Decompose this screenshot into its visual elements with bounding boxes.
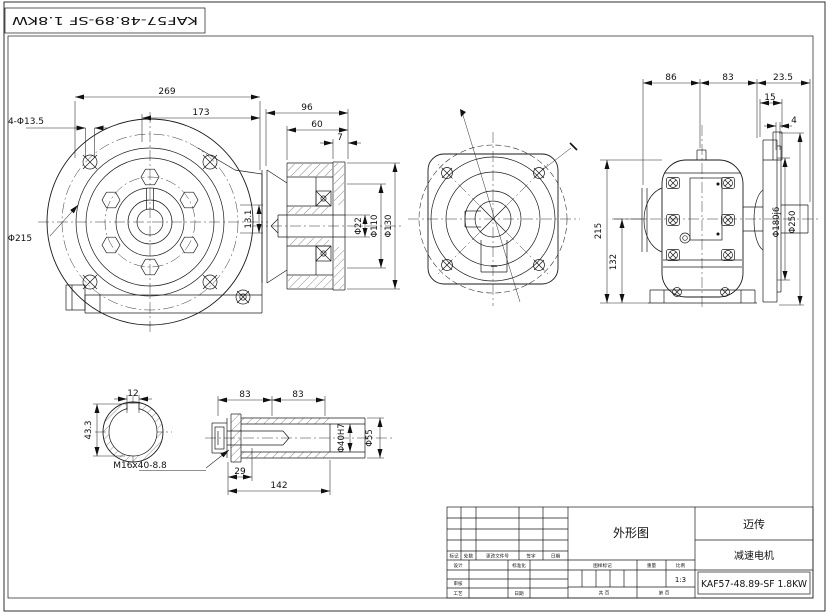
label-mark: 标记	[449, 553, 459, 560]
label-sheet-no: 第 页	[659, 590, 670, 597]
dim-side-axis-height: 132	[609, 254, 619, 270]
back-view	[408, 109, 580, 306]
dim-shaft-bore: Φ40H7	[337, 423, 347, 452]
label-scale: 比例	[676, 562, 686, 569]
dim-section-bolt-circle: Φ110	[370, 215, 380, 238]
dim-side-b: 83	[722, 73, 733, 83]
corner-holes	[441, 167, 545, 271]
product-name: 减速电机	[734, 549, 774, 562]
dim-side-spigot: Φ180j6	[772, 207, 782, 238]
dim-front-flange: Φ215	[8, 234, 32, 244]
dim-front-mid: 173	[192, 108, 209, 118]
label-standard: 标准化	[512, 562, 526, 569]
dim-key-width: 12	[127, 389, 138, 399]
dim-front-holes: 4-Φ13.5	[8, 117, 44, 127]
dim-side-a: 86	[665, 73, 677, 83]
dim-key-depth: 43.3	[84, 421, 94, 440]
key-section-detail	[95, 395, 172, 470]
label-date2: 日期	[514, 591, 524, 597]
hollow-shaft-detail	[205, 413, 392, 463]
dim-shaft-thread: M16x40-8.8	[113, 461, 167, 471]
label-drawing-mark: 图样标记	[593, 562, 612, 569]
dim-side-e: 4	[791, 116, 797, 126]
corner-label: KAF57-48.89-SF 1.8KW	[12, 14, 198, 27]
dim-side-flange: Φ250	[788, 211, 798, 234]
model-number: KAF57-48.89-SF 1.8KW	[701, 579, 807, 590]
dim-shaft-thread-len: 29	[234, 467, 246, 477]
dim-shaft-od: Φ55	[365, 429, 375, 447]
label-process: 工艺	[453, 591, 463, 597]
label-change-doc: 更改文件号	[486, 553, 509, 560]
label-design: 设计	[453, 562, 463, 569]
dimensions: 269 173 4-Φ13.5 Φ215 13.1 96 60 7 Φ22 Φ1…	[8, 73, 811, 495]
label-count: 处数	[464, 553, 474, 560]
dim-section-lip: 7	[337, 133, 343, 143]
drawing-title: 外形图	[613, 526, 649, 540]
label-sign: 签字	[526, 553, 536, 560]
label-sheets-total: 共 页	[599, 590, 610, 597]
dim-section-pilot: Φ130	[384, 215, 394, 238]
dim-front-total: 269	[158, 87, 175, 97]
housing-outline	[65, 147, 263, 314]
front-view	[38, 112, 268, 335]
dim-side-height: 215	[594, 223, 604, 239]
section-hatching	[288, 163, 344, 289]
label-weight: 重量	[647, 562, 657, 569]
dim-side-d: 15	[764, 93, 775, 103]
dim-section-bore: Φ22	[354, 217, 364, 235]
dim-section-hub: 60	[311, 120, 323, 130]
drawing-frame: KAF57-48.89-SF 1.8KW	[3, 1, 826, 612]
dim-side-c: 23.5	[773, 73, 793, 83]
corner-label-box	[4, 7, 206, 34]
bearing-symbols	[315, 190, 332, 262]
output-section-view	[252, 161, 402, 291]
hex-bolts	[101, 168, 199, 276]
label-date: 日期	[551, 554, 561, 560]
dim-section-len: 96	[301, 103, 313, 113]
dim-shaft-l2: 83	[292, 390, 303, 400]
dim-front-offset: 13.1	[244, 210, 254, 229]
scale-value: 1:3	[675, 576, 686, 584]
title-block: 外形图 迈传 减速电机 KAF57-48.89-SF 1.8KW 1:3 标记 …	[446, 506, 814, 599]
leader-mark	[569, 142, 578, 151]
brand-name: 迈传	[743, 518, 765, 531]
leader-mark	[460, 109, 466, 117]
label-check: 审核	[453, 580, 463, 587]
dim-shaft-l1: 83	[239, 390, 250, 400]
side-bolts	[666, 177, 735, 297]
dim-shaft-total: 142	[270, 481, 287, 491]
